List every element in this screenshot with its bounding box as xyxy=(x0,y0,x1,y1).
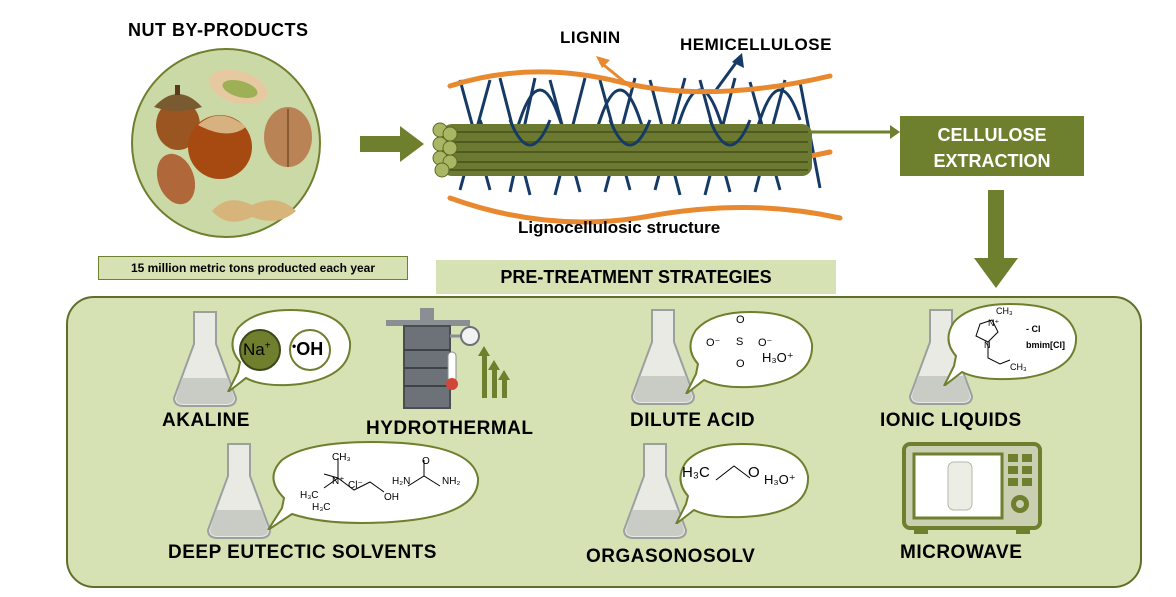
org-h3c: H₃C xyxy=(682,464,710,481)
speech-bubble-ionic xyxy=(943,302,1078,386)
des-h3c1: H₃C xyxy=(300,490,319,501)
flask-icon xyxy=(206,443,272,539)
hydroxide-ion: •OH xyxy=(292,339,323,360)
arrow-right-icon xyxy=(360,126,424,162)
so4-s: S xyxy=(736,336,744,348)
des-nh2: NH₂ xyxy=(442,476,461,487)
method-ionic-liquids: IONIC LIQUIDS xyxy=(880,410,1022,431)
des-ch3: CH₃ xyxy=(332,452,351,463)
il-ch3-top: CH₃ xyxy=(996,306,1013,316)
flask-icon xyxy=(908,309,974,405)
acid-h3o: H₃O⁺ xyxy=(762,350,794,365)
des-h2n: H₂N xyxy=(392,476,411,487)
hydroxide-radical-dot: • xyxy=(292,339,297,353)
il-ch3-bottom: CH₃ xyxy=(1010,362,1027,372)
des-cl: Cl⁻ xyxy=(348,480,363,491)
il-name: bmim[Cl] xyxy=(1026,340,1065,350)
hazelnut-icon xyxy=(188,115,252,179)
so4-right: O⁻ xyxy=(758,337,773,349)
lignocellulose-diagram xyxy=(432,53,900,225)
sodium-charge: + xyxy=(264,340,271,352)
hydrothermal-reactor-icon xyxy=(386,308,510,409)
des-oh: OH xyxy=(384,492,399,503)
des-structure: CH₃ N⁺ Cl⁻ H₃C H₃C OH O H₂N NH₂ xyxy=(296,452,476,522)
cellulose-extraction-line2: EXTRACTION xyxy=(933,151,1051,171)
il-cl: - Cl xyxy=(1026,324,1041,334)
speech-bubble-alkaline xyxy=(227,308,352,392)
des-n: N⁺ xyxy=(332,476,345,487)
hemicellulose-label: HEMICELLULOSE xyxy=(680,35,832,54)
sodium-ion: Na+ xyxy=(243,340,271,360)
so4-o-bottom: O xyxy=(736,358,745,370)
bmim-structure: CH₃ N⁺ N CH₃ - Cl bmim[Cl] xyxy=(976,306,1076,376)
lignin-label: LIGNIN xyxy=(560,28,621,47)
production-note: 15 million metric tons producted each ye… xyxy=(98,256,408,280)
so4-o-top: O xyxy=(736,314,745,326)
cellulose-extraction-box: CELLULOSE EXTRACTION xyxy=(900,116,1084,176)
org-o: O xyxy=(748,464,760,481)
il-n: N xyxy=(984,340,991,350)
il-nplus: N⁺ xyxy=(988,318,1000,328)
arrow-down-icon xyxy=(974,190,1018,288)
flask-icon xyxy=(622,443,688,539)
speech-bubble-organosolv xyxy=(675,442,810,524)
speech-bubble-acid xyxy=(685,310,814,394)
lignocellulosic-caption: Lignocellulosic structure xyxy=(518,218,721,237)
acorn-icon xyxy=(154,85,202,150)
pretreatment-title: PRE-TREATMENT STRATEGIES xyxy=(436,260,836,294)
sulfate-structure: O O⁻ S O⁻ O H₃O⁺ xyxy=(706,314,796,378)
org-h3o: H₃O⁺ xyxy=(764,472,796,487)
des-h3c2: H₃C xyxy=(312,502,331,513)
method-organosolv: ORGASONOSOLV xyxy=(586,546,756,567)
walnut-icon xyxy=(264,107,312,167)
speech-bubble-des xyxy=(267,440,480,530)
sodium-symbol: Na xyxy=(243,340,265,359)
method-deep-eutectic-solvents: DEEP EUTECTIC SOLVENTS xyxy=(168,542,437,563)
hydroxide-symbol: OH xyxy=(296,339,324,359)
cellulose-extraction-line1: CELLULOSE xyxy=(937,125,1047,145)
organosolv-structure: H₃C O H₃O⁺ xyxy=(682,460,806,500)
microwave-icon xyxy=(902,442,1042,534)
method-dilute-acid: DILUTE ACID xyxy=(630,410,756,431)
flask-icon xyxy=(630,309,696,405)
method-microwave: MICROWAVE xyxy=(900,542,1023,563)
pistachio-icon xyxy=(208,69,268,105)
des-o: O xyxy=(422,456,430,467)
nut-circle-illustration xyxy=(131,48,321,238)
almond-icon xyxy=(156,153,196,205)
nut-byproducts-title: NUT BY-PRODUCTS xyxy=(128,20,309,40)
method-hydrothermal: HYDROTHERMAL xyxy=(366,418,534,439)
method-alkaline: AKALINE xyxy=(162,410,250,431)
peanut-icon xyxy=(212,200,296,222)
so4-left: O⁻ xyxy=(706,337,721,349)
flask-icon xyxy=(172,311,238,407)
